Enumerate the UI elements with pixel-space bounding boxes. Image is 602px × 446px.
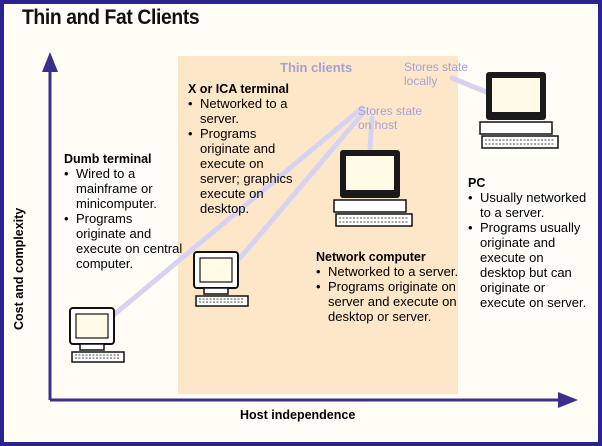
callout-stores-state-locally: Stores state locally xyxy=(404,60,469,88)
client-bullet: Programs originate and execute on centra… xyxy=(64,211,184,271)
client-bullet: Programs originate on server and execute… xyxy=(316,279,466,324)
client-network-computer: Network computer Networked to a server. … xyxy=(316,250,466,324)
client-bullet: Programs originate and execute on server… xyxy=(188,126,300,216)
y-axis-arrowhead xyxy=(42,52,58,72)
x-axis-arrowhead xyxy=(558,392,578,408)
client-heading: Dumb terminal xyxy=(64,152,152,166)
client-heading: X or ICA terminal xyxy=(188,82,289,96)
client-pc: PC Usually networked to a server. Progra… xyxy=(468,176,588,310)
client-x-ica-terminal: X or ICA terminal Networked to a server.… xyxy=(188,82,300,216)
connector-network-computer xyxy=(367,115,375,151)
y-axis-label: Cost and complexity xyxy=(12,207,26,330)
client-heading: Network computer xyxy=(316,250,426,264)
connector-x-terminal xyxy=(237,109,367,261)
network-computer-icon xyxy=(333,149,413,227)
thin-clients-label: Thin clients xyxy=(280,60,353,75)
client-heading: PC xyxy=(468,176,486,190)
diagram-title: Thin and Fat Clients xyxy=(22,6,200,29)
client-bullet: Networked to a server. xyxy=(316,264,466,279)
client-bullet: Wired to a mainframe or minicomputer. xyxy=(64,166,184,211)
client-bullet: Programs usually originate and execute o… xyxy=(468,220,588,310)
client-dumb-terminal: Dumb terminal Wired to a mainframe or mi… xyxy=(64,152,184,271)
client-bullet: Networked to a server. xyxy=(188,96,300,126)
x-axis-label: Host independence xyxy=(240,408,356,422)
callout-stores-state-on-host: Stores state on host xyxy=(358,104,423,132)
pc-icon xyxy=(479,71,559,149)
client-bullet: Usually networked to a server. xyxy=(468,190,588,220)
